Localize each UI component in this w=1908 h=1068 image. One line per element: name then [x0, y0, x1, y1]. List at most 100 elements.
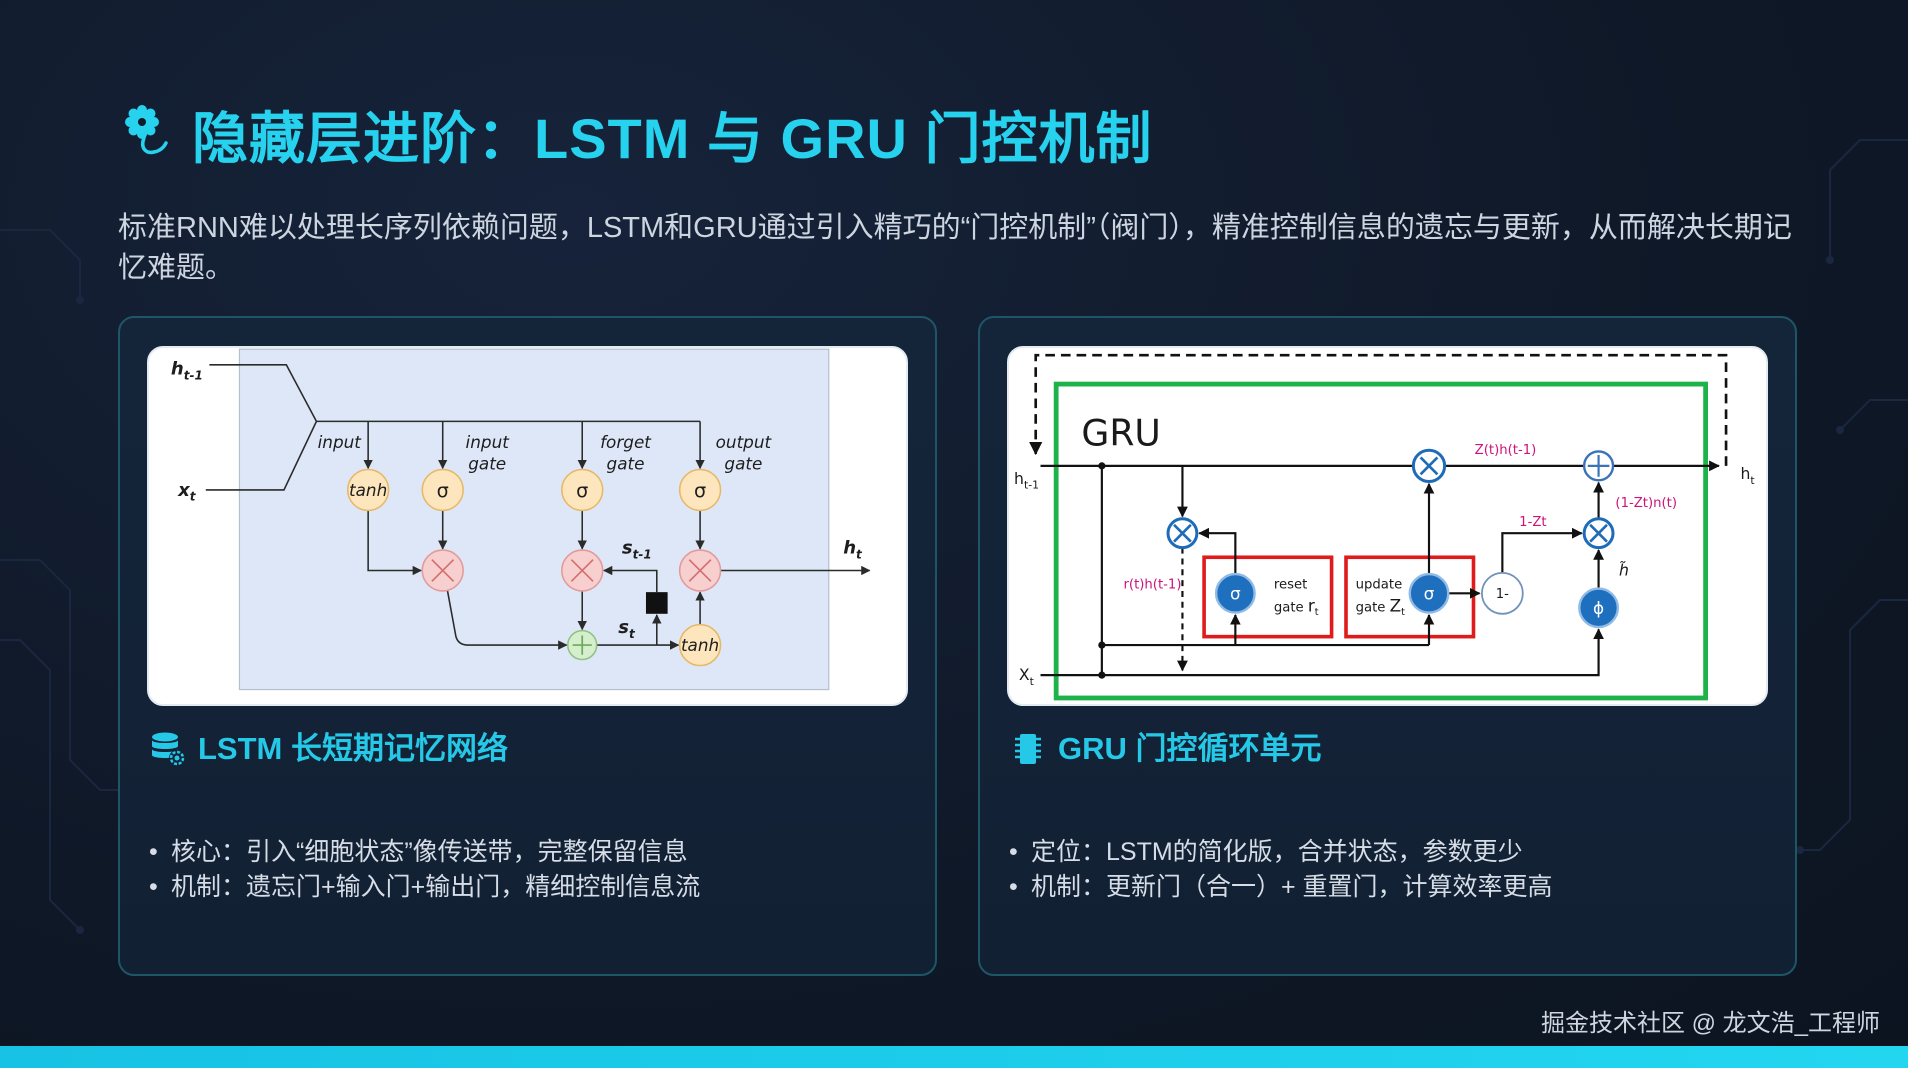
h-prev-base: h [1014, 469, 1024, 488]
h-t-base: h [1740, 464, 1750, 483]
input-gate-label-line2: gate [468, 453, 506, 473]
update-gate-sub: t [1401, 607, 1405, 618]
output-gate-label-line2: gate [724, 453, 762, 473]
h-prev-label: ht-1 [1014, 469, 1039, 492]
lstm-cell-background [238, 348, 830, 691]
intro-paragraph: 标准RNN难以处理长序列依赖问题，LSTM和GRU通过引入精巧的“门控机制”（阀… [118, 212, 1792, 284]
one-minus-to-mult-arrow [1501, 527, 1583, 573]
gru-title-label: GRU [1081, 412, 1160, 454]
reset-gate-sub: t [1315, 607, 1319, 618]
database-icon [152, 732, 185, 766]
x-bus [1040, 628, 1604, 677]
sigma-label: σ [694, 479, 706, 502]
lstm-bullet-list: 核心：引入“细胞状态”像传送带，完整保留信息 机制：遗忘门+输入门+输出门，精细… [149, 835, 700, 905]
input-mult-to-add-arrow [446, 590, 568, 650]
delay-block [645, 592, 668, 614]
input-label: input [318, 432, 363, 452]
s-prev-base: s [622, 538, 633, 559]
s-prev-sub: t-1 [633, 547, 652, 561]
reset-sigma-node: σ [1214, 572, 1256, 614]
forget-gate-label-line2: gate [607, 453, 645, 473]
reset-sigma-label: σ [1230, 583, 1241, 603]
sigma-label: σ [576, 479, 588, 502]
gru-heading: GRU 门控循环单元 [1058, 731, 1322, 766]
reset-gate-box [1202, 555, 1334, 639]
h-tilde-label: h̃ [1619, 560, 1629, 579]
h-t-sub: t [1750, 474, 1754, 487]
x-t-base: X [1019, 665, 1030, 684]
r-h-label: r(t)h(t-1) [1124, 578, 1182, 593]
gru-figure: σ σ 1- ϕ GRU ht-1 ht Xt Z(t)h(t-1) 1-Zt … [1007, 346, 1768, 706]
phi-node: ϕ [1578, 587, 1620, 629]
reset-gate-label-line2: gate rt [1274, 595, 1319, 618]
s-t-sub: t [629, 627, 636, 641]
update-sigma-node: σ [1408, 572, 1450, 614]
one-minus-z-label: 1-Zt [1519, 515, 1546, 530]
gru-cell-frame [1053, 381, 1709, 701]
watermark: 掘金技术社区 @ 龙文浩_工程师 [1540, 1010, 1880, 1037]
lstm-output-tanh-node: tanh [678, 623, 722, 667]
one-minus-label: 1- [1496, 587, 1509, 602]
reset-to-mult-arrow [1198, 527, 1237, 575]
junction-dots [1098, 462, 1106, 679]
h-prev-sub: t-1 [184, 368, 203, 382]
s-t-base: s [618, 617, 629, 638]
reset-gate-label-line1: reset [1274, 578, 1307, 593]
lstm-output-gate-node: σ [678, 468, 722, 512]
reset-gate-word: gate [1274, 600, 1304, 615]
update-gate-symbol: Z [1390, 595, 1402, 615]
recurrent-dashed-loop [1029, 353, 1728, 466]
lstm-heading: LSTM 长短期记忆网络 [198, 731, 508, 766]
output-add-node [1582, 450, 1615, 482]
z-h-label: Z(t)h(t-1) [1475, 443, 1537, 458]
h-prev-label: ht-1 [171, 358, 203, 382]
x-t-sub: t [1030, 675, 1034, 688]
x-t-label: xt [177, 480, 197, 504]
lstm-figure: tanh σ σ σ [147, 346, 908, 706]
gear-icon [125, 105, 168, 155]
forget-gate-label-line1: forget [600, 432, 652, 452]
tanh-to-input-mult-arrow [367, 510, 422, 576]
phi-label: ϕ [1593, 598, 1604, 618]
lstm-input-gate-node: σ [421, 468, 464, 512]
gru-card: σ σ 1- ϕ GRU ht-1 ht Xt Z(t)h(t-1) 1-Zt … [978, 316, 1797, 976]
update-gate-label-line1: update [1356, 578, 1403, 593]
lstm-output-multiply-node [678, 549, 722, 592]
one-minus-z-n-label: (1-Zt)n(t) [1615, 496, 1677, 511]
input-gate-label-line1: input [466, 432, 511, 452]
reset-gate-symbol: r [1308, 595, 1315, 615]
update-gate-label-line2: gate Zt [1356, 595, 1406, 618]
s-prev-label: st-1 [622, 538, 652, 562]
h-t-label: ht [1740, 464, 1754, 487]
x-t-wire [205, 421, 318, 491]
candidate-multiply-node [1582, 517, 1615, 550]
lstm-connections [205, 364, 871, 650]
lstm-forget-gate-node: σ [560, 468, 604, 512]
sigma-label: σ [437, 479, 449, 502]
x-t-base: x [177, 480, 191, 501]
h-t-sub: t [856, 547, 863, 561]
bullet-item: 机制：更新门（合一）+ 重置门，计算效率更高 [1009, 870, 1553, 905]
h-prev-sub: t-1 [1024, 479, 1039, 492]
update-gate-word: gate [1356, 600, 1386, 615]
lstm-diagram: tanh σ σ σ [171, 348, 871, 691]
s-t-label: st [618, 617, 636, 641]
x-t-label: Xt [1019, 665, 1034, 688]
tanh-output-label: tanh [681, 635, 719, 655]
gru-diagram: σ σ 1- ϕ GRU ht-1 ht Xt Z(t)h(t-1) 1-Zt … [1014, 353, 1755, 701]
h-prev-base: h [171, 358, 184, 379]
lstm-card: tanh σ σ σ [118, 316, 937, 976]
one-minus-node: 1- [1481, 572, 1524, 615]
microchip-icon [1015, 734, 1041, 764]
tanh-label: tanh [349, 480, 387, 500]
bullet-item: 核心：引入“细胞状态”像传送带，完整保留信息 [149, 835, 700, 870]
h-t-base: h [843, 538, 856, 559]
delay-to-forget-mult-arrow [602, 565, 658, 593]
page-title: 隐藏层进阶：LSTM 与 GRU 门控机制 [192, 107, 1153, 170]
h-t-label: ht [843, 538, 863, 562]
lstm-tanh-node: tanh [346, 468, 390, 512]
gru-bullet-list: 定位：LSTM的简化版，合并状态，参数更少 机制：更新门（合一）+ 重置门，计算… [1009, 835, 1553, 905]
h-prev-wire [209, 364, 318, 422]
bullet-item: 定位：LSTM的简化版，合并状态，参数更少 [1009, 835, 1553, 870]
